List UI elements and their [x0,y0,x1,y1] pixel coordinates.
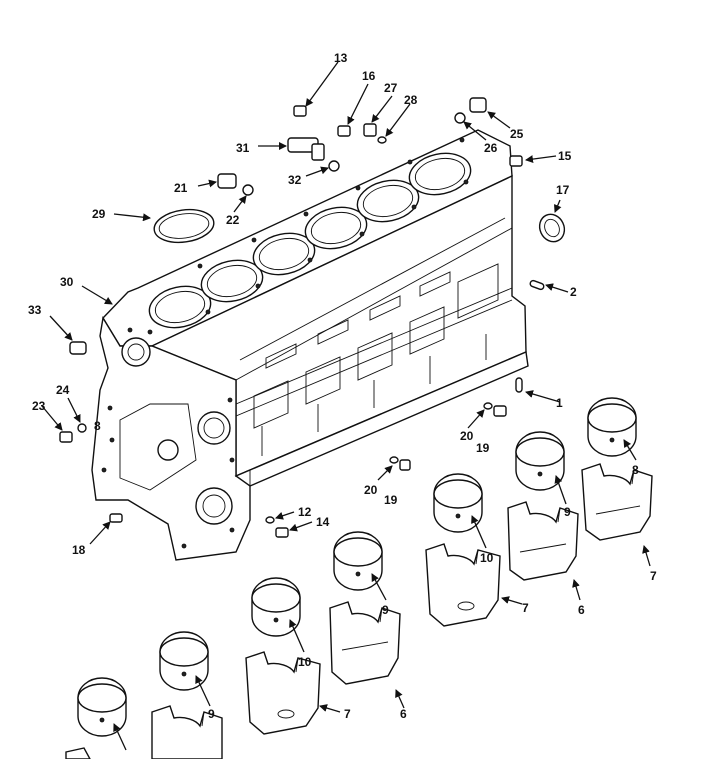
washer-20-upper [483,402,493,410]
callout-21: 21 [174,181,188,195]
callout-29: 29 [92,207,106,221]
callout-9: 9 [382,603,389,617]
callout-16: 16 [362,69,376,83]
plug-15 [509,155,523,167]
callout-1: 1 [556,396,563,410]
end-face-details [101,327,235,549]
bearing-shell-10a [433,473,483,533]
washer-12 [265,516,275,524]
callout-8: 8 [94,419,101,433]
cylinder-bores [148,152,472,329]
callout-10: 10 [480,551,494,565]
callout-10: 10 [298,655,312,669]
callout-27: 27 [384,81,398,95]
callout-23: 23 [32,399,46,413]
bearing-shell-9a [515,431,565,491]
washer-20-lower [389,456,399,464]
seal-32 [328,160,340,172]
plug-25 [469,97,487,113]
callout-28: 28 [404,93,418,107]
bearing-cap-a [581,463,653,541]
callout-17: 17 [556,183,570,197]
dowel-pin-2 [529,279,545,291]
callout-6: 6 [578,603,585,617]
seal-28 [377,136,387,144]
deck-bolt-holes [147,137,469,335]
callout-19: 19 [384,493,398,507]
callout-14: 14 [316,515,330,529]
plug-21 [217,173,237,189]
callout-7: 7 [522,601,529,615]
callout-20: 20 [364,483,378,497]
bolt-19-lower [399,459,411,471]
callout-18: 18 [72,543,86,557]
callout-labels: 1 2 6 6 6 7 7 7 8 8 9 9 9 10 10 12 13 14… [28,51,657,721]
callout-22: 22 [226,213,240,227]
callout-25: 25 [510,127,524,141]
seal-22 [242,184,254,196]
plug-33 [69,341,87,355]
bearing-cap-f [151,705,223,759]
bearing-cap-e [245,651,321,735]
bearing-shell-9c [159,631,209,691]
callout-6: 6 [400,707,407,721]
bearing-cap-d [329,601,401,685]
dowel-pin-1 [515,377,523,393]
bearing-cap-g [65,747,91,759]
callout-7: 7 [344,707,351,721]
callout-32: 32 [288,173,302,187]
bearing-shell-8a [587,397,637,457]
cylinder-liner-seal-ring [153,208,215,244]
bearing-shell-8b [77,677,127,737]
plug-18 [109,513,123,523]
callout-33: 33 [28,303,42,317]
leader-lines [41,61,651,751]
plug-13 [293,105,307,117]
callout-8: 8 [632,463,639,477]
callout-12: 12 [298,505,312,519]
callout-20: 20 [460,429,474,443]
callout-15: 15 [558,149,572,163]
callout-24: 24 [56,383,70,397]
callout-13: 13 [334,51,348,65]
side-cover-pads [253,263,499,429]
callout-26: 26 [484,141,498,155]
bearing-cap-c [425,543,501,627]
callout-30: 30 [60,275,74,289]
callout-9: 9 [208,707,215,721]
bearing-shell-9b [333,531,383,591]
callout-2: 2 [570,285,577,299]
skirt-ribs [261,334,487,456]
bearing-cap-b [507,501,579,581]
fitting-27 [363,123,377,137]
washer-24 [77,423,87,433]
cylinder-block [91,129,529,561]
callout-7: 7 [650,569,657,583]
callout-31: 31 [236,141,250,155]
fitting-31 [287,137,325,161]
bolt-19-upper [493,405,507,417]
main-bearings-and-caps [65,397,653,759]
rear-seal [538,213,566,243]
callout-19: 19 [476,441,490,455]
callout-9: 9 [564,505,571,519]
bolt-23 [59,431,73,443]
plug-16 [337,125,351,137]
washer-26 [454,112,466,124]
small-parts [59,97,566,538]
bearing-shell-10b [251,577,301,637]
bolt-14 [275,527,289,538]
